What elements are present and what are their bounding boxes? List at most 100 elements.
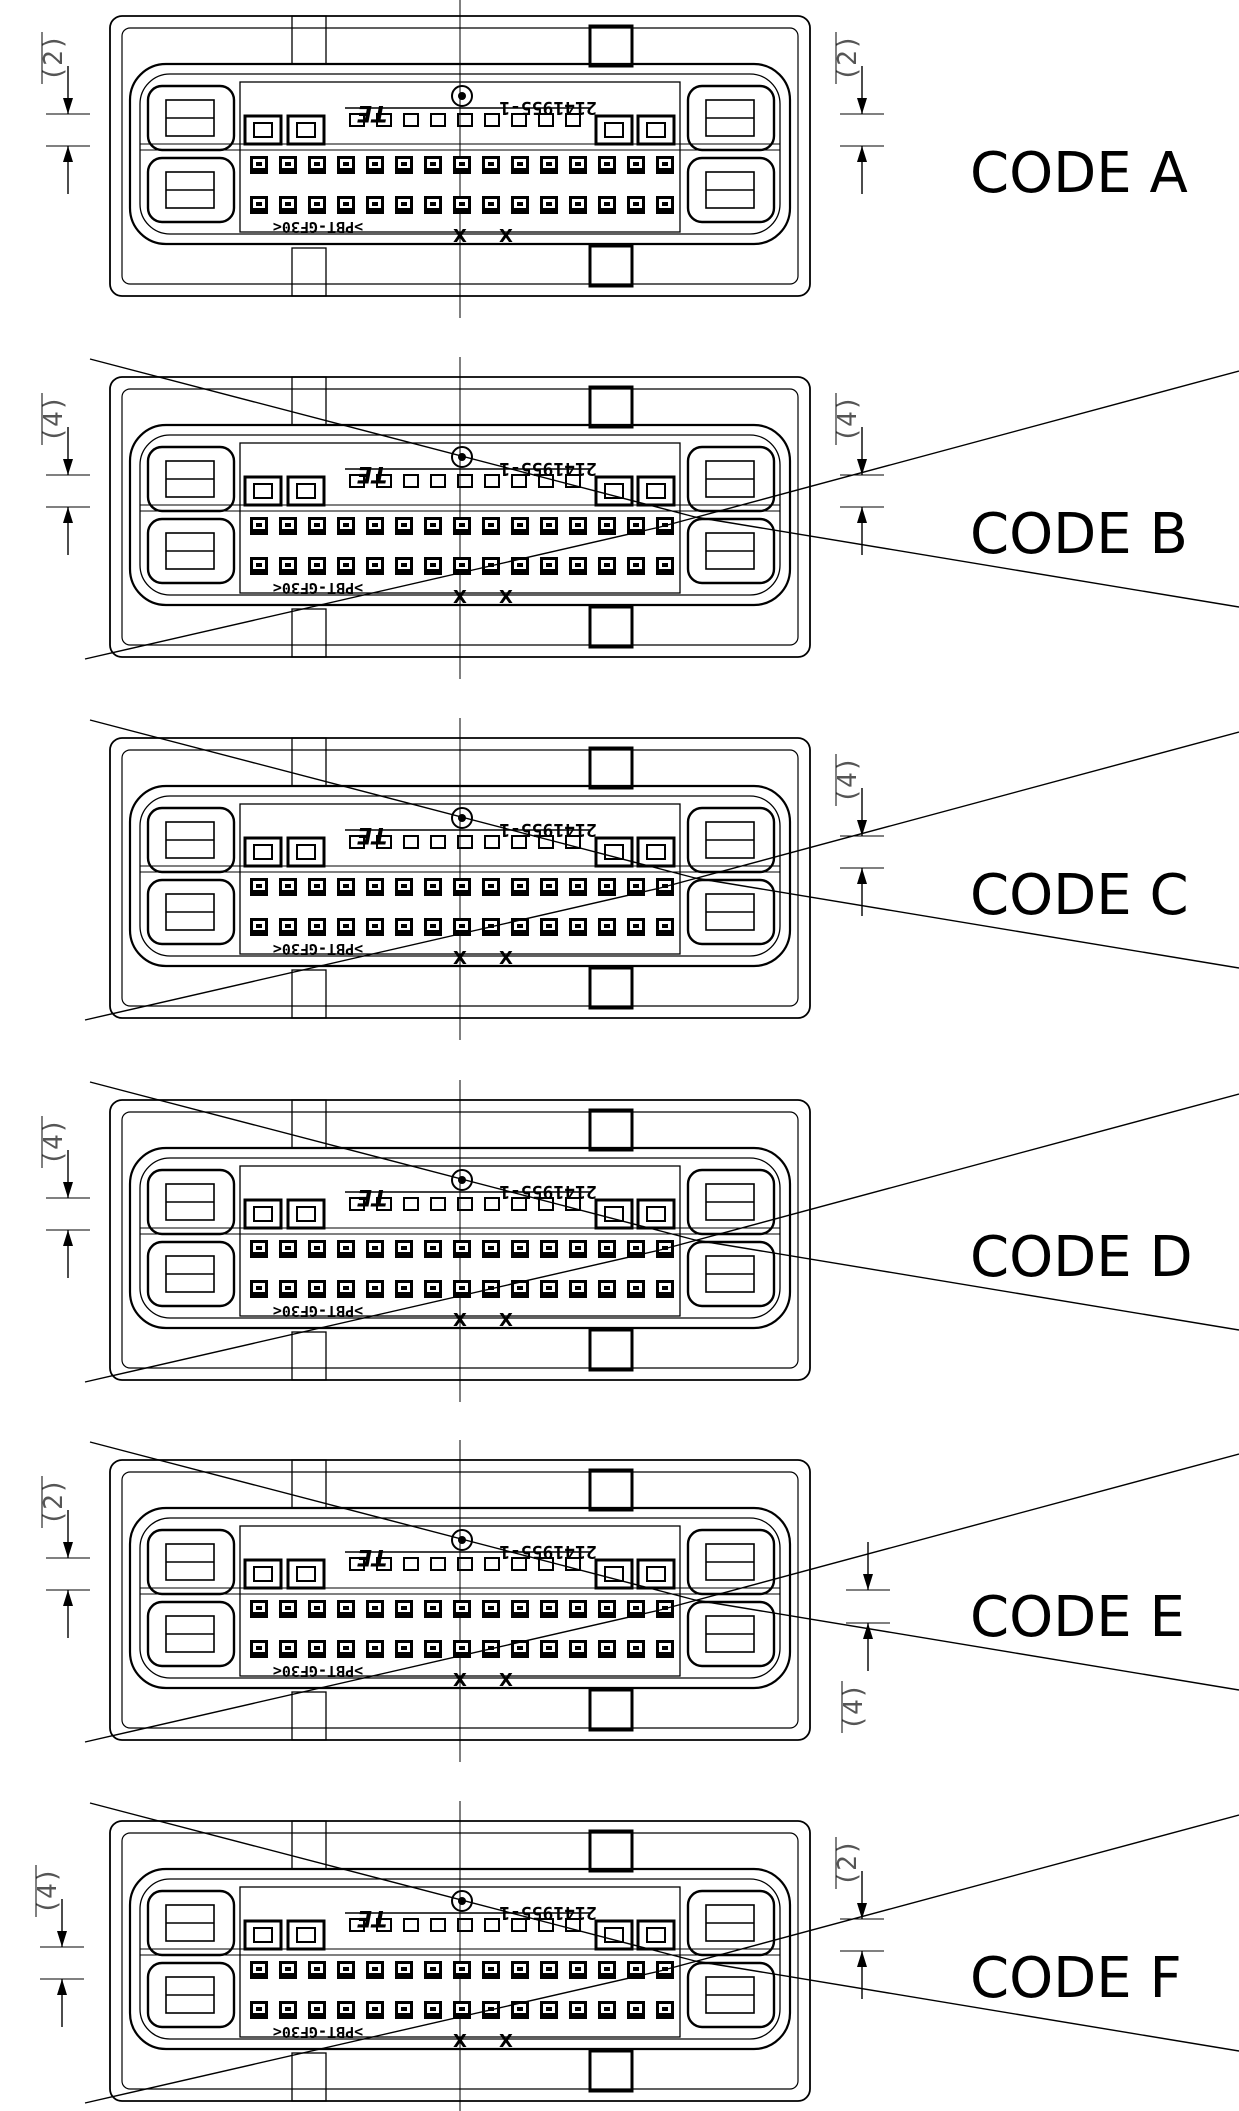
pin-contact (575, 523, 581, 527)
end-cavity (146, 1240, 236, 1308)
code-label: CODE C (970, 863, 1189, 928)
pin-contact (401, 2007, 407, 2011)
pin-contact (430, 563, 436, 567)
large-pin (286, 836, 326, 868)
end-cavity (686, 156, 776, 224)
key-line (659, 1453, 1239, 1611)
pin-contact (662, 2007, 668, 2011)
key-line (89, 1441, 696, 1601)
dim-value-group: (4) (833, 396, 863, 443)
pin-contact (488, 884, 494, 888)
lock-window-bottom (588, 966, 634, 1010)
pin-contact (662, 202, 668, 206)
pin-contact (401, 1606, 407, 1610)
pin-contact (372, 563, 378, 567)
shroud-outer (128, 1867, 792, 2051)
small-pin (403, 835, 419, 849)
pin-contact (314, 1246, 320, 1250)
pin-contact (604, 2007, 610, 2011)
small-pin (349, 1918, 365, 1932)
pin-contact (314, 2007, 320, 2011)
dim-value-group: (2) (833, 35, 863, 82)
pin-contact (430, 1246, 436, 1250)
shroud-inner (139, 1517, 781, 1679)
pin-contact (546, 1286, 552, 1290)
key-line (89, 1802, 696, 1962)
large-pin-inner (296, 1927, 316, 1943)
pin-row-2 (250, 557, 674, 575)
pin-contact (314, 1606, 320, 1610)
pin-contact (575, 1606, 581, 1610)
lock-window-bottom (588, 244, 634, 288)
small-pin (349, 1557, 365, 1571)
arrow-head (857, 98, 867, 114)
date-wheel-center (458, 92, 466, 100)
small-pin (403, 1918, 419, 1932)
dimension-value: (2) (39, 1479, 69, 1526)
pin-contact (488, 924, 494, 928)
key-line (659, 1814, 1239, 1972)
pin-contact (546, 1606, 552, 1610)
pin-contact (488, 523, 494, 527)
dim-value-group: (2) (833, 1840, 863, 1887)
pin-contact (343, 884, 349, 888)
pin-contact (430, 1606, 436, 1610)
pin-contact (604, 924, 610, 928)
te-logo: TE (357, 1184, 387, 1209)
mark-x-rotated: X (499, 226, 513, 247)
small-pin (430, 1197, 446, 1211)
pin-contact (604, 884, 610, 888)
large-pin-inner (646, 1927, 666, 1943)
pin-contact (517, 1286, 523, 1290)
pin-contact (633, 2007, 639, 2011)
large-pin (243, 836, 283, 868)
pin-row-top (349, 113, 581, 127)
large-pin (286, 1558, 326, 1590)
part-number-group: 2141955-1 (499, 819, 597, 840)
material-mark: >PBT-GF30< (273, 2023, 363, 2041)
pin-contact (285, 1246, 291, 1250)
large-pin (243, 1198, 283, 1230)
key-line (84, 887, 661, 1021)
pin-contact (256, 162, 262, 166)
large-pin-inner (604, 1566, 624, 1582)
lock-window-top (588, 24, 634, 68)
pin-contact (459, 523, 465, 527)
end-cavity (146, 1600, 236, 1668)
key-line (84, 1249, 661, 1383)
large-pin-inner (646, 483, 666, 499)
pin-contact (285, 162, 291, 166)
pin-contact (372, 523, 378, 527)
pin-contact (662, 924, 668, 928)
pin-contact (285, 1967, 291, 1971)
pin-contact (604, 523, 610, 527)
pin-contact (372, 202, 378, 206)
pin-contact (575, 1646, 581, 1650)
housing-inner (121, 749, 799, 1007)
date-wheel-icon (451, 446, 473, 468)
small-pin (349, 835, 365, 849)
logo-group: TE (357, 822, 387, 847)
pin-contact (401, 523, 407, 527)
small-pin (376, 835, 392, 849)
small-pin (376, 474, 392, 488)
pin-contact (285, 924, 291, 928)
mark-x: X (453, 1670, 467, 1691)
pin-contact (314, 563, 320, 567)
pin-contact (430, 523, 436, 527)
code-label: CODE A (970, 141, 1188, 206)
key-line (84, 526, 661, 660)
pin-contact (372, 162, 378, 166)
pin-contact (459, 563, 465, 567)
end-cavity (686, 1600, 776, 1668)
code-label: CODE D (970, 1225, 1193, 1290)
pin-contact (633, 1646, 639, 1650)
pin-contact (459, 162, 465, 166)
pin-contact (546, 1646, 552, 1650)
dimension-right: (2) (833, 32, 884, 194)
large-pin (594, 475, 634, 507)
pin-contact (285, 1286, 291, 1290)
large-pin-inner (296, 122, 316, 138)
pin-row-2 (250, 1640, 674, 1658)
